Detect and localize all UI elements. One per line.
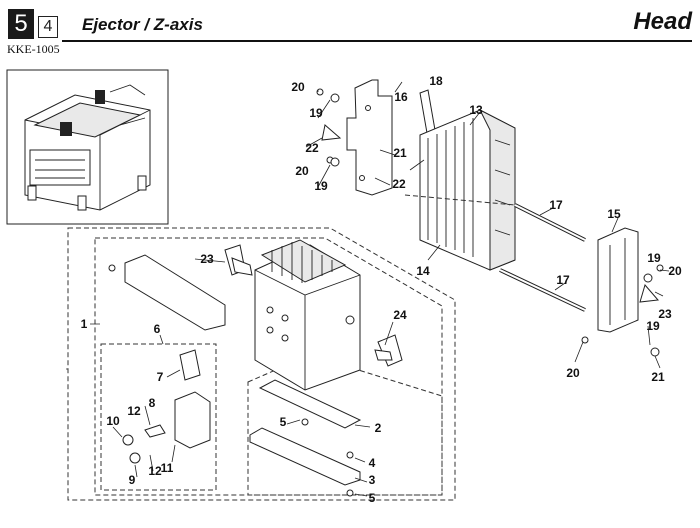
triangle-mark-icon bbox=[639, 283, 660, 303]
callout-10: 10 bbox=[106, 414, 120, 428]
subsection-number-badge: 4 bbox=[38, 16, 58, 38]
fittings-23 bbox=[224, 244, 403, 367]
bracket-15 bbox=[597, 227, 639, 333]
ejector-manifold bbox=[254, 239, 361, 391]
callout-17: 17 bbox=[549, 198, 563, 212]
page-title: Ejector / Z-axis bbox=[82, 15, 203, 34]
callout-23: 23 bbox=[200, 252, 214, 266]
callout-20: 20 bbox=[295, 164, 309, 178]
callout-11: 11 bbox=[161, 461, 174, 475]
callout-24: 24 bbox=[393, 308, 407, 322]
bracket-16 bbox=[346, 79, 393, 196]
callout-7: 7 bbox=[157, 370, 164, 384]
callout-1: 1 bbox=[81, 317, 88, 331]
callout-5: 5 bbox=[280, 415, 287, 429]
callout-19: 19 bbox=[647, 251, 661, 265]
area-label: Head bbox=[633, 8, 692, 35]
part-3-cover bbox=[249, 427, 361, 486]
callout-22: 22 bbox=[392, 177, 406, 191]
part-8-nozzle bbox=[144, 424, 166, 438]
callout-14: 14 bbox=[416, 264, 430, 278]
callout-17: 17 bbox=[556, 273, 570, 287]
callout-5: 5 bbox=[369, 491, 376, 505]
callout-22: 22 bbox=[305, 141, 319, 155]
callout-20: 20 bbox=[291, 80, 305, 94]
section-number-badge: 5 bbox=[8, 9, 34, 39]
part-9-fitting bbox=[129, 452, 141, 464]
callout-4: 4 bbox=[369, 456, 376, 470]
callout-19: 19 bbox=[646, 319, 660, 333]
callout-12: 12 bbox=[148, 464, 162, 478]
callout-2: 2 bbox=[375, 421, 382, 435]
screw-icon bbox=[108, 88, 664, 497]
part-10-fitting bbox=[122, 434, 134, 446]
plate-18 bbox=[419, 89, 436, 134]
callout-16: 16 bbox=[394, 90, 408, 104]
valve-body bbox=[174, 391, 211, 449]
callout-20: 20 bbox=[566, 366, 580, 380]
machine-overview-icon bbox=[6, 69, 169, 225]
callout-8: 8 bbox=[149, 396, 156, 410]
triangle-mark-icon bbox=[321, 124, 342, 141]
callout-12: 12 bbox=[127, 404, 141, 418]
callout-9: 9 bbox=[129, 473, 136, 487]
assembly-6-frame bbox=[100, 343, 217, 491]
rods-17 bbox=[404, 194, 586, 312]
callout-21: 21 bbox=[651, 370, 665, 384]
callout-15: 15 bbox=[607, 207, 621, 221]
header-rule bbox=[62, 40, 692, 42]
tray bbox=[124, 254, 226, 331]
part-7-block bbox=[179, 349, 201, 381]
callout-21: 21 bbox=[393, 146, 407, 160]
model-number: KKE-1005 bbox=[7, 42, 60, 56]
callout-23: 23 bbox=[658, 307, 672, 321]
callout-18: 18 bbox=[429, 74, 443, 88]
callout-3: 3 bbox=[369, 473, 376, 487]
part-2-rail bbox=[258, 379, 362, 429]
assembly-24-frame bbox=[67, 227, 456, 501]
callout-6: 6 bbox=[154, 322, 161, 336]
callout-13: 13 bbox=[469, 103, 483, 117]
solenoid-valve-bank bbox=[419, 108, 516, 271]
callout-19: 19 bbox=[314, 179, 328, 193]
callout-20: 20 bbox=[668, 264, 682, 278]
callout-19: 19 bbox=[309, 106, 323, 120]
